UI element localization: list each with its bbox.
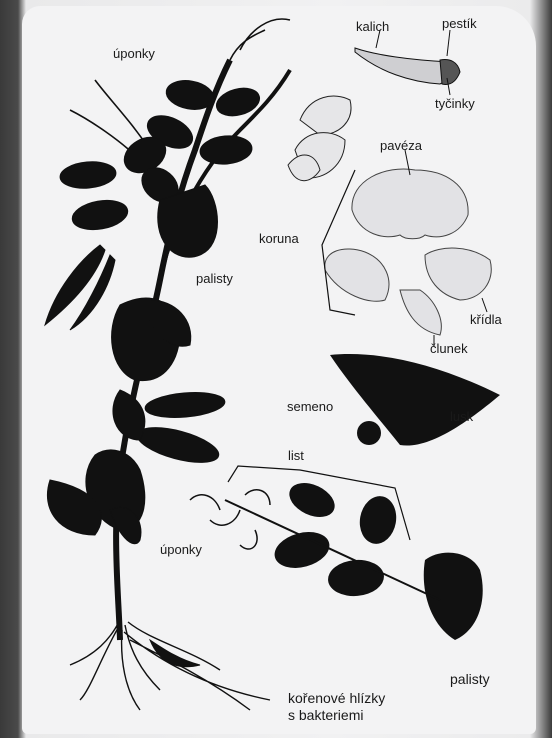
label-kridla: křídla [470, 313, 502, 326]
leaf [144, 390, 226, 421]
label-lusk: lusk [450, 410, 473, 423]
label-pestik: pestík [442, 17, 477, 30]
corolla-keel [400, 290, 441, 335]
root-nodules [150, 640, 200, 667]
leader-kridla [482, 298, 487, 312]
pod-lusk [330, 354, 500, 445]
leader-pestik [447, 30, 450, 56]
leaf [70, 196, 130, 233]
leaflet [284, 476, 340, 523]
label-uponky-top: úponky [113, 47, 155, 60]
flower-cluster [288, 96, 351, 181]
leaf [59, 160, 117, 191]
label-korenove-hlizky: kořenové hlízky s bakteriemi [288, 690, 385, 724]
leaflet [271, 526, 334, 573]
label-paveza: pavéza [380, 139, 422, 152]
seed [357, 421, 381, 445]
leaflet [356, 493, 400, 547]
label-koruna: koruna [259, 232, 299, 245]
label-kalich: kalich [356, 20, 389, 33]
label-korenove-line1: kořenové hlízky [288, 690, 385, 707]
stipule [113, 390, 145, 440]
label-uponky-bottom: úponky [160, 543, 202, 556]
label-semeno: semeno [287, 400, 333, 413]
flower-side-view [355, 48, 460, 85]
label-palisty-top: palisty [196, 272, 233, 285]
leaf [199, 134, 253, 166]
label-tycinky: tyčinky [435, 97, 475, 110]
label-korenove-line2: s bakteriemi [288, 707, 385, 724]
leaf-tendrils [190, 490, 270, 549]
roots [70, 620, 270, 710]
leaf [134, 421, 222, 470]
corolla-standard [352, 169, 468, 239]
label-clunek: člunek [430, 342, 468, 355]
pod [45, 245, 105, 325]
leaflet [327, 558, 386, 599]
label-list: list [288, 449, 304, 462]
label-palisty-bottom: palisty [450, 672, 490, 686]
